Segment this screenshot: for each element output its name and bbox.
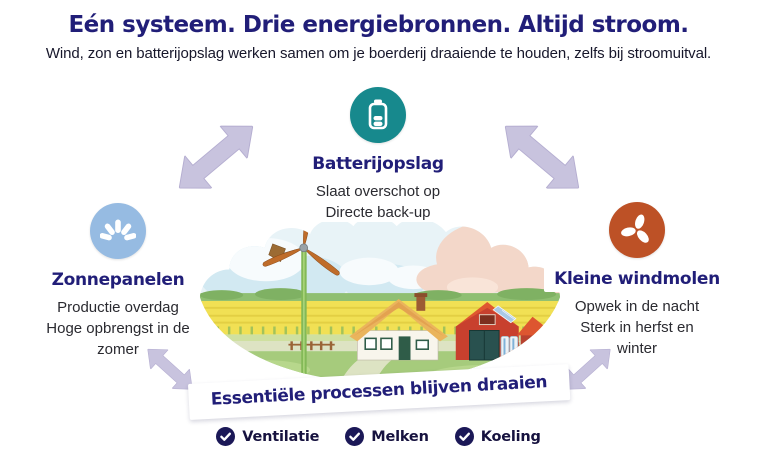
node-wind-desc: Opwek in de nacht Sterk in herfst en win… — [559, 296, 715, 359]
node-solar-desc: Productie overdag Hoge opbrengst in de z… — [34, 297, 202, 360]
checklist-label: Koeling — [480, 428, 541, 445]
exchange-arrow-solar-battery-icon — [166, 110, 267, 204]
desc-line: Slaat overschot op — [309, 182, 447, 201]
node-battery: Batterijopslag Slaat overschot op Direct… — [268, 87, 488, 223]
check-icon — [345, 427, 365, 446]
check-icon — [454, 427, 474, 446]
desc-line: Hoge opbrengst in de zomer — [40, 319, 196, 359]
checklist-label: Melken — [371, 428, 429, 445]
wind-turbine-icon — [609, 202, 665, 258]
header: Eén systeem. Drie energiebronnen. Altijd… — [0, 12, 757, 62]
checklist-label: Ventilatie — [242, 428, 320, 445]
exchange-arrow-battery-wind-icon — [492, 110, 593, 204]
page-subtitle: Wind, zon en batterijopslag werken samen… — [45, 45, 712, 62]
page-title: Eén systeem. Drie energiebronnen. Altijd… — [68, 12, 689, 38]
desc-line: Productie overdag — [51, 298, 185, 317]
node-solar-label: Zonnepanelen — [41, 268, 195, 293]
desc-line: Sterk in herfst en winter — [574, 318, 700, 358]
node-battery-label: Batterijopslag — [302, 152, 454, 177]
sunrise-icon — [90, 203, 146, 259]
checklist-item-koeling: Koeling — [454, 427, 541, 446]
node-wind-label: Kleine windmolen — [544, 267, 730, 292]
checklist-item-ventilatie: Ventilatie — [216, 427, 319, 446]
battery-icon — [350, 87, 406, 143]
checklist-item-melken: Melken — [345, 427, 429, 446]
node-battery-desc: Slaat overschot op Directe back-up — [309, 181, 447, 223]
checklist: Ventilatie Melken Koeling — [0, 427, 757, 446]
node-solar: Zonnepanelen Productie overdag Hoge opbr… — [18, 203, 218, 360]
check-icon — [216, 427, 236, 446]
farm-illustration — [192, 209, 566, 389]
desc-line: Opwek in de nacht — [568, 297, 706, 316]
desc-line: Directe back-up — [319, 203, 437, 222]
node-wind: Kleine windmolen Opwek in de nacht Sterk… — [537, 202, 737, 359]
